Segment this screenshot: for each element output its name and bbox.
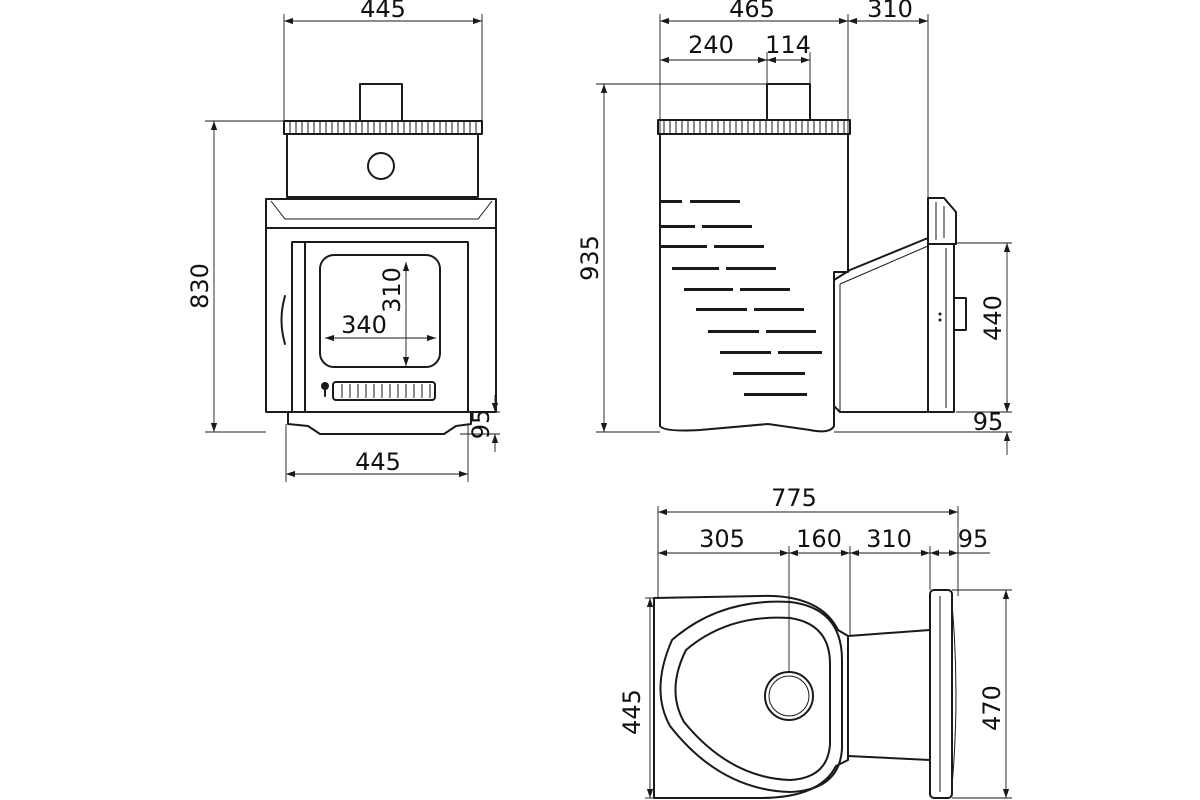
- dim-top-seg-2: 160: [796, 525, 842, 553]
- dim-top-width: 445: [618, 689, 646, 735]
- dim-side-tunnel-height: 440: [979, 295, 1007, 341]
- top-stone-basket-inner: [674, 616, 831, 781]
- side-flange-top: [927, 197, 957, 245]
- top-fire-tunnel: [847, 629, 931, 761]
- front-door-frame: [291, 241, 469, 413]
- dim-top-seg-1: 305: [699, 525, 745, 553]
- dim-top-seg-3: 310: [866, 525, 912, 553]
- dim-side-body-depth: 465: [729, 0, 775, 23]
- dim-front-top-width: 445: [360, 0, 406, 23]
- dim-front-leg: 95: [467, 409, 495, 440]
- front-top-plate: [265, 198, 497, 229]
- side-body: [659, 133, 849, 433]
- dim-side-total-height: 935: [576, 235, 604, 281]
- front-tank-port: [367, 152, 395, 180]
- dim-top-seg-4: 95: [958, 525, 989, 553]
- front-door-glass: [319, 254, 441, 368]
- top-stone-basket: [659, 600, 843, 793]
- front-flue-pipe: [359, 83, 403, 122]
- dim-side-flue-offset: 240: [688, 31, 734, 59]
- side-vent-slots: [660, 200, 822, 396]
- top-flange: [929, 589, 953, 799]
- front-water-tank: [286, 133, 479, 198]
- dim-side-tunnel: 310: [867, 0, 913, 23]
- top-body-outline: [653, 594, 849, 799]
- front-base: [287, 411, 472, 435]
- dim-front-door-height: 310: [378, 267, 406, 313]
- side-view: 465 310 240 114 935 440 95: [576, 0, 1012, 455]
- dim-top-total-length: 775: [771, 484, 817, 512]
- front-view: 445 830 310 340 95 445: [186, 0, 500, 482]
- side-flue-pipe: [766, 83, 811, 121]
- dim-front-height: 830: [186, 263, 214, 309]
- side-tunnel-door: [927, 243, 955, 413]
- front-rim-hatching: [289, 122, 477, 133]
- dim-front-door-width: 340: [341, 311, 387, 339]
- front-ash-grate: [332, 381, 436, 401]
- front-side-knob: [280, 295, 286, 345]
- top-flue: [764, 671, 814, 721]
- dim-top-flange-width: 470: [978, 685, 1006, 731]
- dim-side-flue-diameter: 114: [765, 31, 811, 59]
- top-view: 775 305 160 310 95 445 470: [618, 484, 1012, 799]
- dim-side-tunnel-bottom: 95: [973, 408, 1004, 436]
- side-door-latch: [953, 297, 967, 331]
- dim-front-base-width: 445: [355, 448, 401, 476]
